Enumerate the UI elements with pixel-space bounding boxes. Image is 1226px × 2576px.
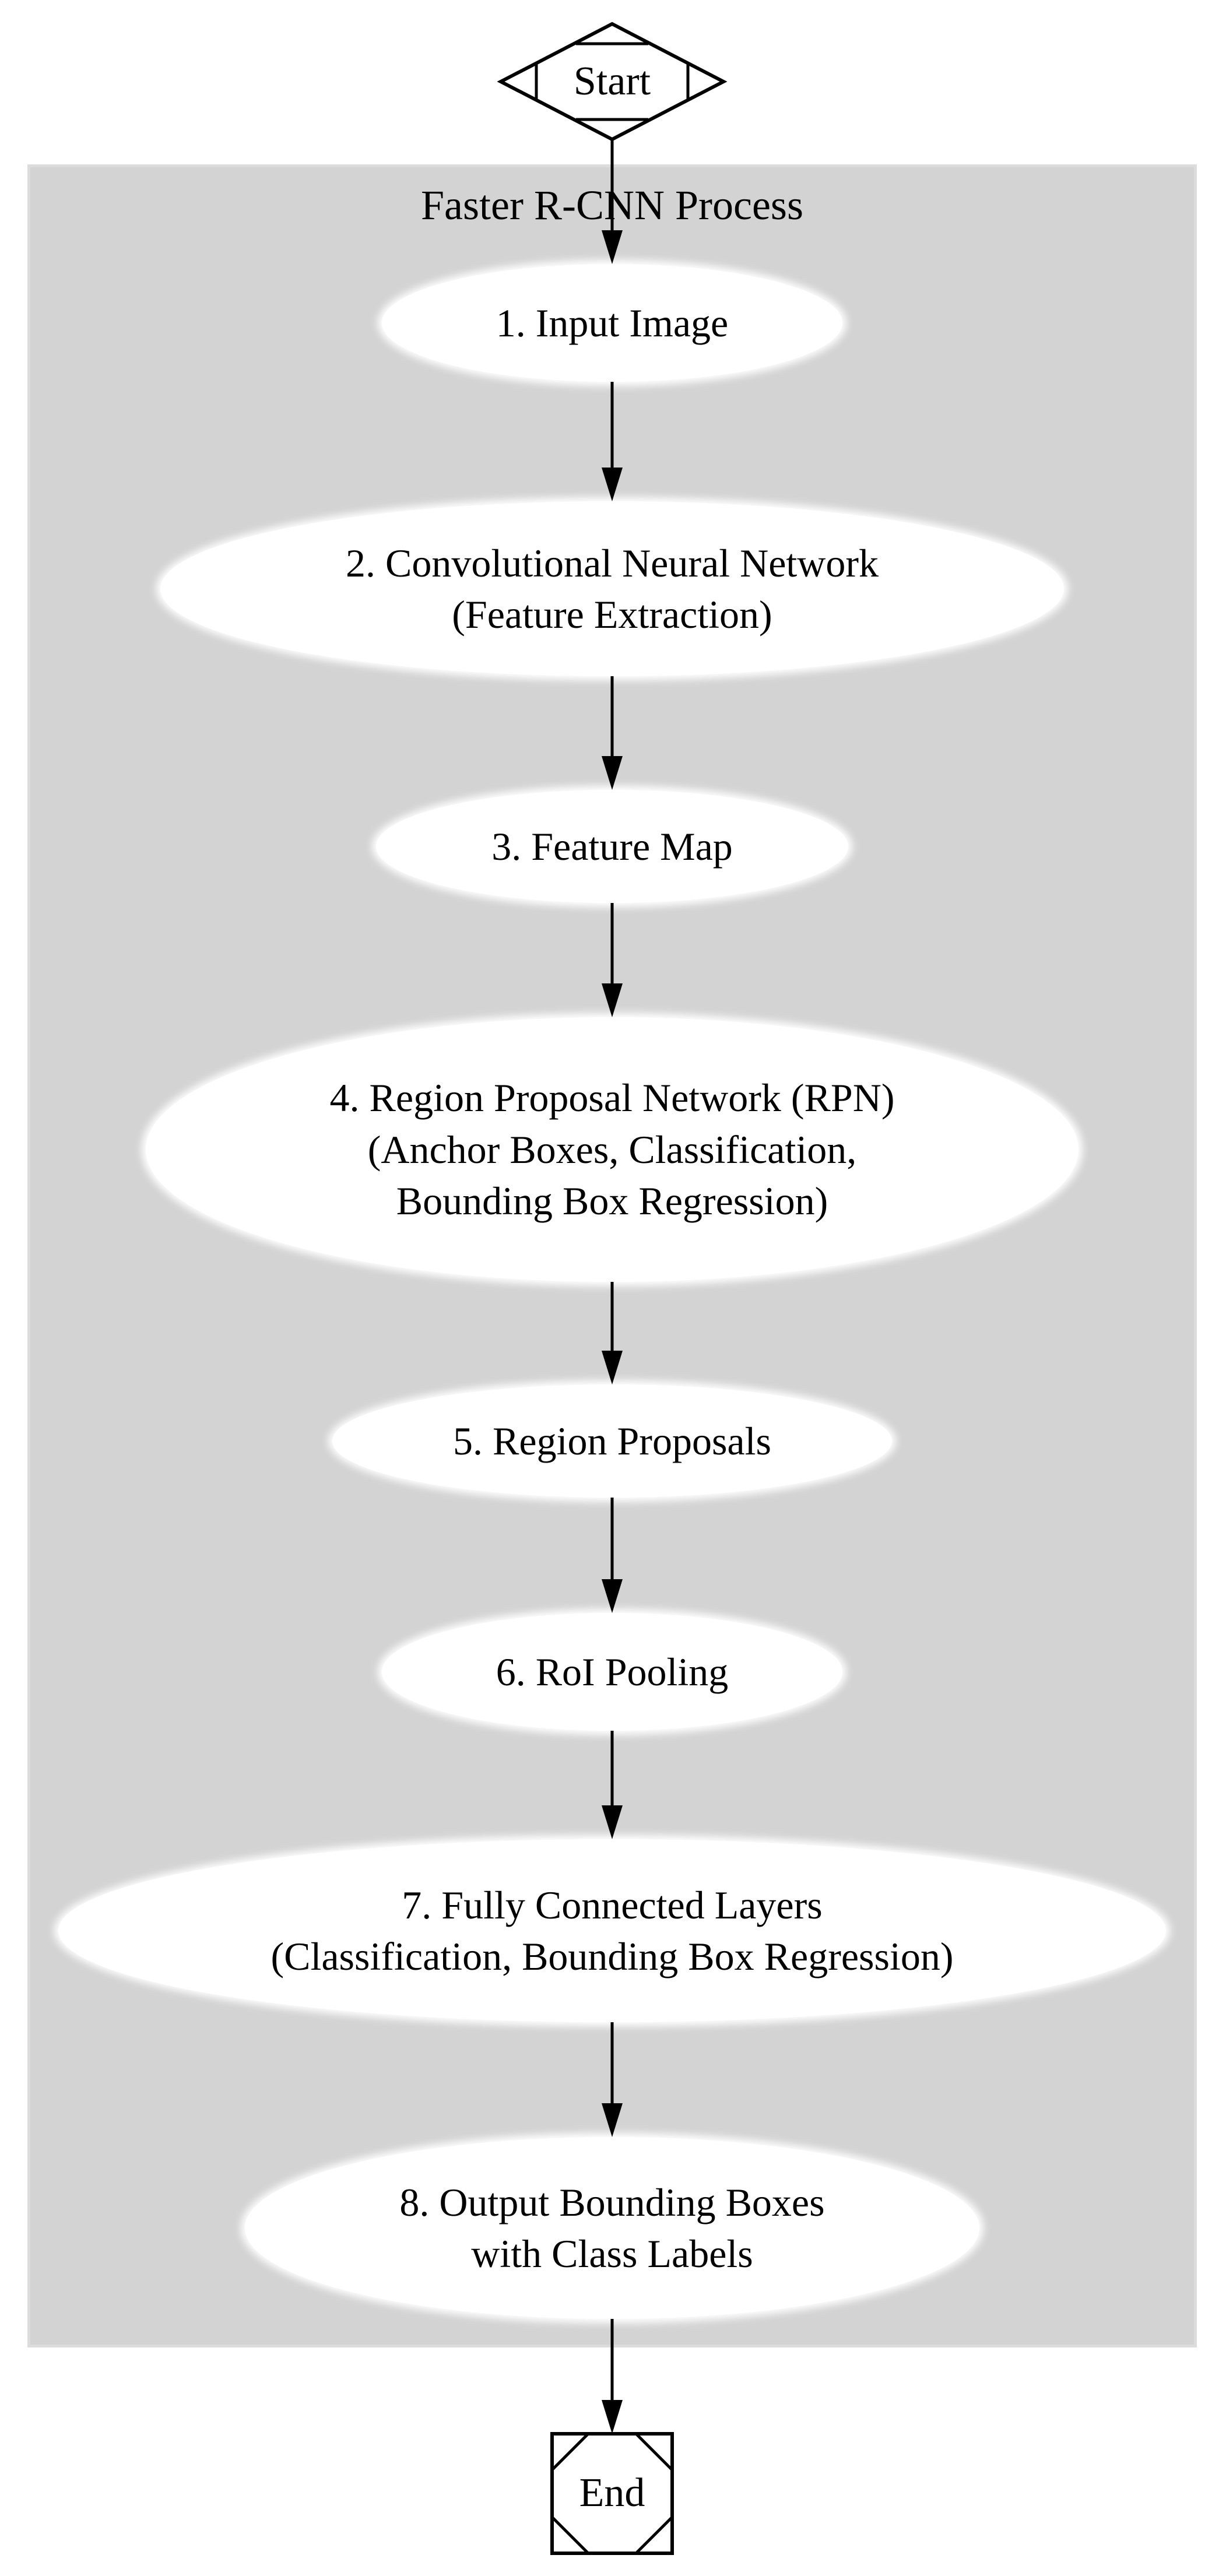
end-label: End <box>579 2470 645 2515</box>
arrow-feature-map-to-rpn <box>602 903 623 1017</box>
node-cnn-feature-extraction: 2. Convolutional Neural Network (Feature… <box>160 501 1064 676</box>
node-fully-connected-layers: 7. Fully Connected Layers (Classificatio… <box>58 1839 1166 2022</box>
node-label-line: (Feature Extraction) <box>452 592 772 637</box>
node-label-line: (Classification, Bounding Box Regression… <box>271 1934 954 1978</box>
node-label-line: 8. Output Bounding Boxes <box>399 2180 825 2224</box>
node-label-line: 7. Fully Connected Layers <box>402 1882 823 1927</box>
arrow-cnn-to-feature-map <box>602 676 623 790</box>
node-label-line: 6. RoI Pooling <box>496 1649 729 1694</box>
arrow-region-proposals-to-roi-pooling <box>602 1498 623 1613</box>
arrow-input-image-to-cnn <box>602 382 623 501</box>
start-label: Start <box>573 59 651 104</box>
node-region-proposals: 5. Region Proposals <box>332 1384 892 1498</box>
cluster-label: Faster R-CNN Process <box>421 182 803 229</box>
arrow-rpn-to-region-proposals <box>602 1282 623 1384</box>
node-label-line: 4. Region Proposal Network (RPN) <box>329 1076 895 1120</box>
node-input-image: 1. Input Image <box>382 264 842 382</box>
node-label-line: (Anchor Boxes, Classification, <box>367 1127 857 1172</box>
node-region-proposal-network: 4. Region Proposal Network (RPN) (Anchor… <box>146 1017 1079 1282</box>
end-shape <box>550 2432 674 2555</box>
arrow-roi-pooling-to-fc-layers <box>602 1731 623 1839</box>
node-label-line: with Class Labels <box>471 2231 753 2276</box>
node-label-line: 3. Feature Map <box>491 824 733 869</box>
arrow-start-to-input-image <box>602 139 623 264</box>
node-label-line: 5. Region Proposals <box>453 1418 771 1463</box>
node-feature-map: 3. Feature Map <box>376 790 848 903</box>
node-roi-pooling: 6. RoI Pooling <box>382 1613 842 1731</box>
node-label-line: 2. Convolutional Neural Network <box>345 540 879 585</box>
arrow-output-to-end <box>602 2319 623 2434</box>
arrow-fc-layers-to-output <box>602 2022 623 2137</box>
node-label-line: Bounding Box Regression) <box>396 1179 828 1224</box>
node-output-bounding-boxes: 8. Output Bounding Boxes with Class Labe… <box>245 2137 979 2319</box>
node-label-line: 1. Input Image <box>496 300 729 345</box>
